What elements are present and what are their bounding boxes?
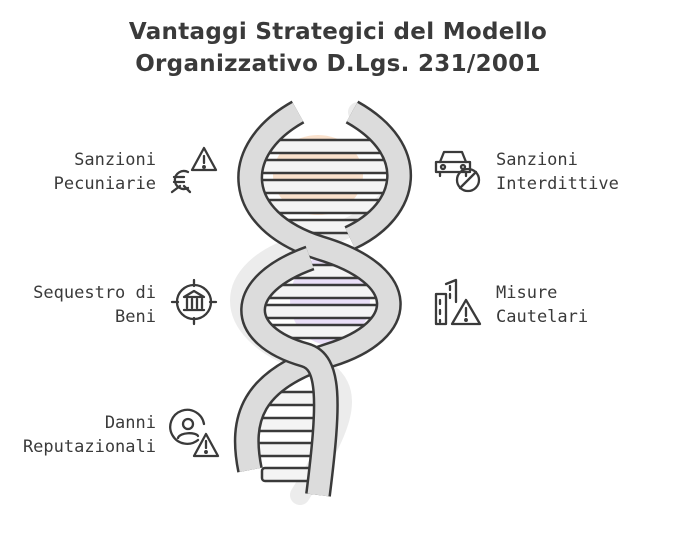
label-line: Sanzioni [74,150,156,170]
car-prohibited-icon [434,150,481,193]
label-misure-cautelari: Misure Cautelari [496,281,588,329]
label-line: Reputazionali [22,437,156,457]
label-line: Cautelari [496,307,589,327]
label-danni-reputazionali: Danni Reputazionali [23,411,156,459]
page-title: Vantaggi Strategici del Modello Organizz… [0,16,676,80]
label-sanzioni-pecuniarie: Sanzioni Pecuniarie [54,148,156,196]
label-line: Misure [496,283,558,303]
label-line: Interdittive [496,174,619,194]
rung [252,158,404,175]
bank-target-icon [170,278,218,326]
title-line-2: Organizzativo D.Lgs. 231/2001 [135,51,541,77]
label-sanzioni-interdittive: Sanzioni Interdittive [496,148,619,196]
label-line: Sequestro di [33,283,156,303]
label-line: Sanzioni [496,150,578,170]
helix-front-strand [236,102,400,473]
label-line: Beni [115,307,156,327]
helix-strand-b [345,102,410,248]
label-line: Pecuniarie [53,174,156,194]
label-sequestro-di-beni: Sequestro di Beni [33,281,156,329]
euro-warning-icon [170,146,218,194]
helix-strand-c [242,248,337,497]
person-warning-icon [169,408,220,458]
label-line: Danni [104,413,156,433]
accent-blob-orange [273,135,363,215]
rung [250,178,404,195]
building-warning-icon [434,278,482,326]
title-line-1: Vantaggi Strategici del Modello [128,19,548,45]
